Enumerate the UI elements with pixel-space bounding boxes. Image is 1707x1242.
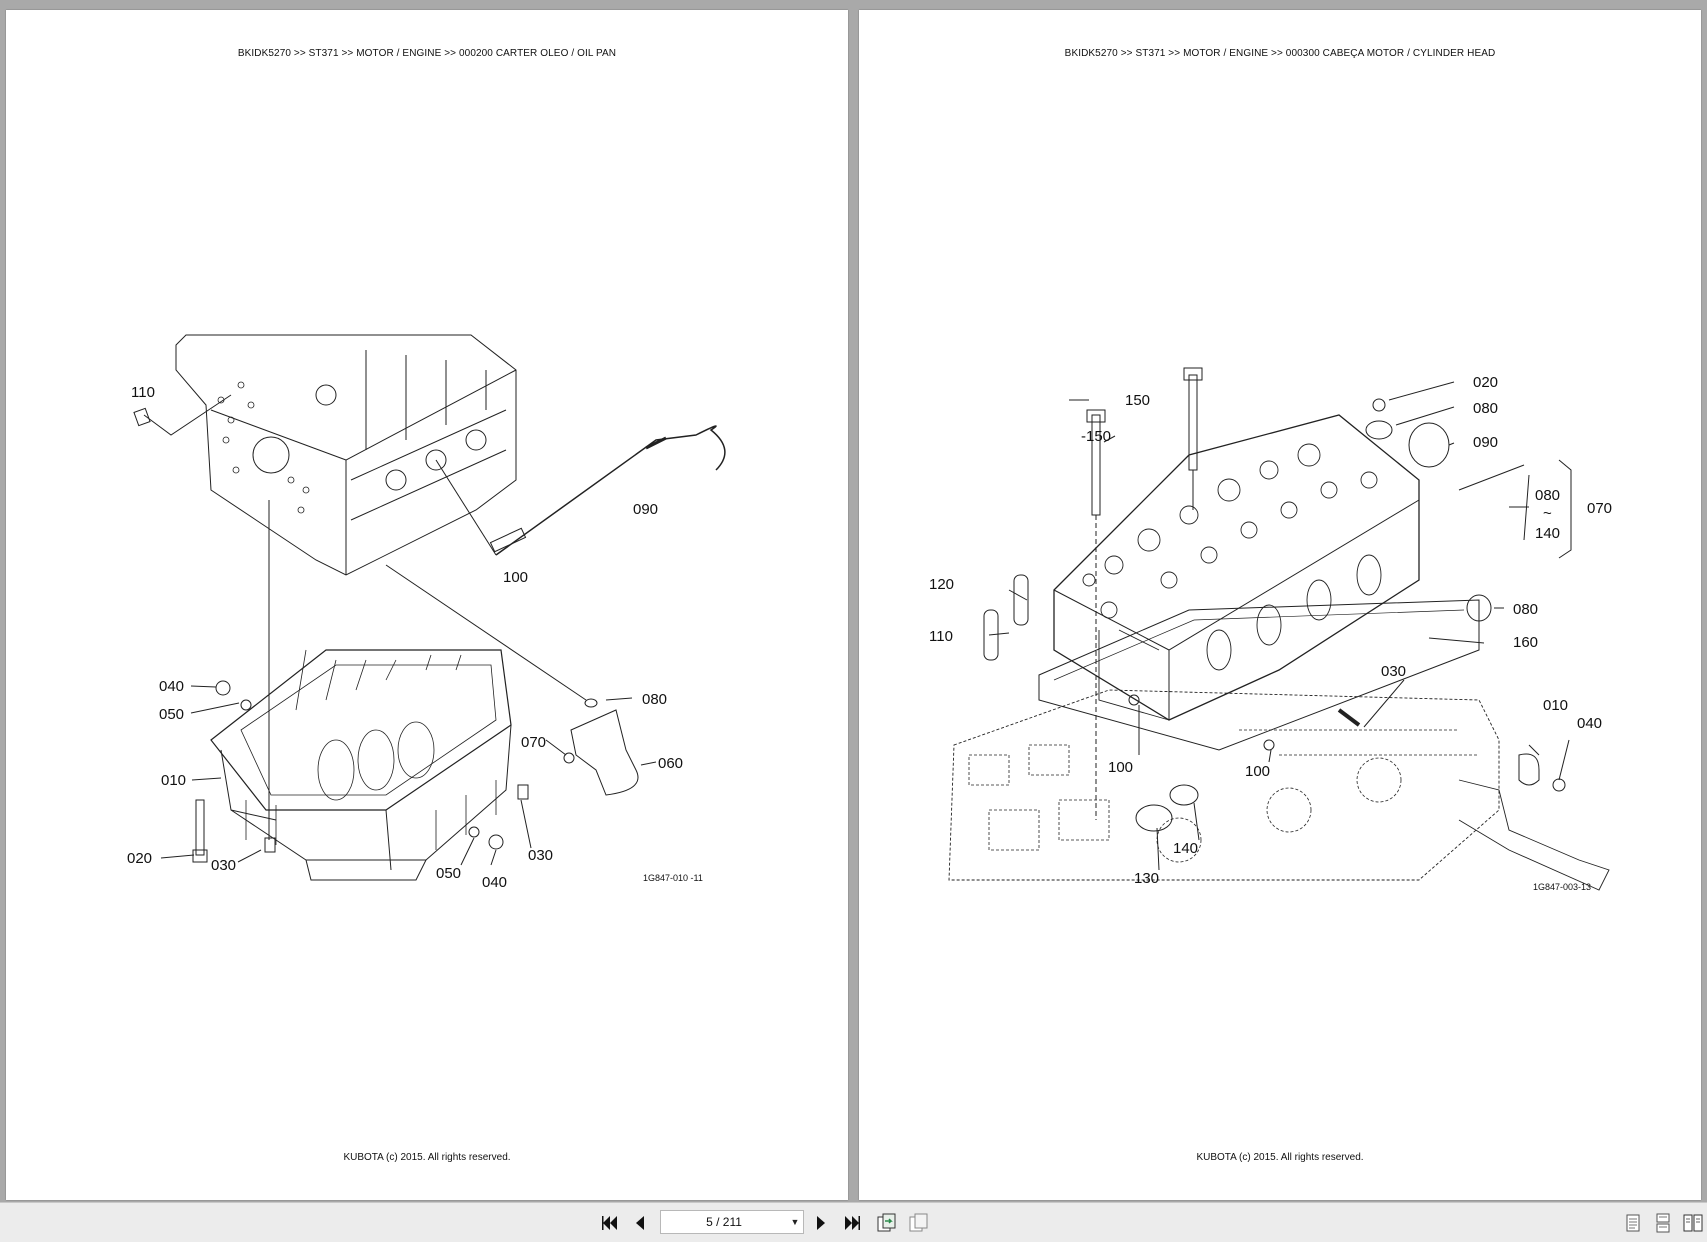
- callout-010: 010: [1543, 697, 1568, 714]
- continuous-view-button[interactable]: [1653, 1212, 1673, 1234]
- callout-070: 070: [1587, 500, 1612, 517]
- fit-page-button[interactable]: [907, 1211, 931, 1235]
- figure-code: 1G847-003-13: [1533, 882, 1591, 892]
- engine-block-dashed: [948, 689, 1500, 881]
- callout-030: 030: [1381, 663, 1406, 680]
- triangle-left-icon: [636, 1216, 644, 1230]
- callout-090: 090: [633, 501, 658, 518]
- continuous-pages-icon: [1656, 1213, 1670, 1233]
- callout-010: 010: [161, 772, 186, 789]
- rotate-pages-icon: [877, 1213, 896, 1232]
- single-page-icon: [1626, 1214, 1640, 1232]
- previous-page-button[interactable]: [628, 1211, 652, 1235]
- callout-tilde: ~: [1543, 505, 1552, 522]
- right-callouts: 150 -150 020 080 090 080 ~ 140 070 120 1…: [929, 374, 1612, 892]
- fit-pages-icon: [909, 1213, 928, 1232]
- figure-code: 1G847-010 -11: [643, 873, 703, 883]
- callout-060: 060: [658, 755, 683, 772]
- single-page-view-button[interactable]: [1623, 1212, 1643, 1234]
- callout-110: 110: [131, 384, 155, 401]
- callout-080: 080: [1473, 400, 1498, 417]
- cylinder-head: [1053, 414, 1420, 721]
- page-right-cylinder-head: BKIDK5270 >> ST371 >> MOTOR / ENGINE >> …: [859, 10, 1701, 1200]
- document-viewer[interactable]: BKIDK5270 >> ST371 >> MOTOR / ENGINE >> …: [0, 0, 1707, 1202]
- callout-140: 140: [1173, 840, 1198, 857]
- callout-090: 090: [1473, 434, 1498, 451]
- callout-080: 080: [642, 691, 667, 708]
- callout-070: 070: [521, 734, 546, 751]
- oil-strainer: [570, 709, 639, 796]
- page-number-field[interactable]: 5 / 211 ▼: [660, 1210, 804, 1234]
- callout-040: 040: [482, 874, 507, 891]
- oil-pan-exploded-diagram: 110 090 100 080 040 050 070 060 010 020 …: [127, 334, 726, 891]
- callout-020: 020: [127, 850, 152, 867]
- engine-block-outline: [175, 334, 517, 576]
- page-footer: KUBOTA (c) 2015. All rights reserved.: [1196, 1152, 1364, 1163]
- rotate-view-button[interactable]: [875, 1211, 899, 1235]
- page-header: BKIDK5270 >> ST371 >> MOTOR / ENGINE >> …: [1064, 48, 1496, 59]
- triangle-right-icon: [817, 1216, 825, 1230]
- callout-150: 150: [1125, 392, 1150, 409]
- callout-030: 030: [211, 857, 236, 874]
- callout-130: 130: [1134, 870, 1159, 887]
- callout-040: 040: [1577, 715, 1602, 732]
- callout-050: 050: [159, 706, 184, 723]
- first-page-button[interactable]: [598, 1211, 622, 1235]
- chevron-down-icon[interactable]: ▼: [790, 1217, 800, 1227]
- callout-110: 110: [929, 628, 953, 645]
- callout-080: 080: [1513, 601, 1538, 618]
- callout-050: 050: [436, 865, 461, 882]
- dowel-120: [1013, 574, 1029, 626]
- callout-020: 020: [1473, 374, 1498, 391]
- lifting-bracket: [1518, 753, 1540, 786]
- cylinder-head-exploded-diagram: 150 -150 020 080 090 080 ~ 140 070 120 1…: [929, 367, 1612, 892]
- page-header: BKIDK5270 >> ST371 >> MOTOR / ENGINE >> …: [237, 48, 617, 59]
- skip-last-icon: [845, 1216, 860, 1230]
- head-gasket: [1038, 599, 1480, 751]
- callout-140: 140: [1535, 525, 1560, 542]
- head-bolt: [1188, 374, 1198, 471]
- callout-120: 120: [929, 576, 954, 593]
- callout-100: 100: [1108, 759, 1133, 776]
- callout-100: 100: [1245, 763, 1270, 780]
- callout-100: 100: [503, 569, 528, 586]
- two-page-icon: [1683, 1214, 1703, 1232]
- page-left-oil-pan: BKIDK5270 >> ST371 >> MOTOR / ENGINE >> …: [6, 10, 848, 1200]
- dowel-110: [983, 609, 999, 661]
- viewer-toolbar: 5 / 211 ▼: [0, 1202, 1707, 1242]
- callout-080: 080: [1535, 487, 1560, 504]
- callout-150: -150: [1081, 428, 1111, 445]
- skip-first-icon: [602, 1216, 617, 1230]
- page-indicator: 5 / 211: [706, 1215, 742, 1229]
- callout-160: 160: [1513, 634, 1538, 651]
- callout-030: 030: [528, 847, 553, 864]
- last-page-button[interactable]: [840, 1211, 864, 1235]
- page-footer: KUBOTA (c) 2015. All rights reserved.: [343, 1152, 511, 1163]
- dipstick: [495, 425, 726, 556]
- next-page-button[interactable]: [809, 1211, 833, 1235]
- two-page-view-button[interactable]: [1683, 1212, 1703, 1234]
- callout-040: 040: [159, 678, 184, 695]
- left-callouts: 110 090 100 080 040 050 070 060 010 020 …: [127, 384, 703, 891]
